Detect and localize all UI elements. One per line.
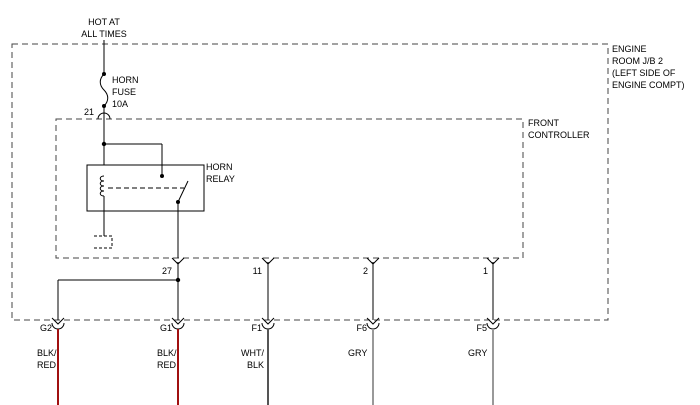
wire-f1-color-line2: BLK [247,360,264,370]
relay-switch-arm [177,180,189,203]
engine-room-jb-label-line4: ENGINE COMPT) [612,80,685,90]
engine-room-jb-label-line2: ROOM J/B 2 [612,56,663,66]
hot-at-all-times-label-line2: ALL TIMES [81,29,127,39]
relay-coil [99,175,105,197]
hot-at-all-times-label-line1: HOT AT [88,17,120,27]
engine-room-jb-label-line1: ENGINE [612,44,647,54]
horn-relay-box [86,164,205,212]
coil-ground-symbol [94,235,113,249]
front-controller-label-line2: CONTROLLER [528,130,590,140]
wire-f1-color-line1: WHT/ [241,348,264,358]
engine-room-jb-boundary [11,43,609,321]
front-controller-boundary [55,118,524,259]
pin-27-label: 27 [162,266,172,276]
engine-room-jb-label-line3: (LEFT SIDE OF [612,68,676,78]
connector-g1-label: G1 [160,323,172,333]
wire-g2-color-line1: BLK/ [37,348,57,358]
relay-fixed-contact [160,174,164,178]
connector-f6-label: F6 [356,323,367,333]
wire-g1-color-line2: RED [157,360,177,370]
horn-relay-label-line1: HORN [206,162,233,172]
wire-g1-color-line1: BLK/ [157,348,177,358]
horn-fuse-label-line3: 10A [112,99,128,109]
connector-g2-label: G2 [40,323,52,333]
wire-f5-color-line1: GRY [468,348,487,358]
fuse-terminal-top [102,72,106,76]
pin-11-label: 11 [253,266,262,276]
pin-2-label: 2 [363,266,368,276]
connector-f1-label: F1 [251,323,262,333]
horn-fuse-label-line1: HORN [112,75,139,85]
horn-fuse-symbol [99,73,109,107]
horn-relay-label-line2: RELAY [206,174,235,184]
wire-f6-color-line1: GRY [348,348,367,358]
front-controller-label-line1: FRONT [528,118,559,128]
connector-f5-label: F5 [476,323,487,333]
pin-1-label: 1 [483,266,488,276]
wire-g2-color-line2: RED [37,360,57,370]
horn-fuse-label-line2: FUSE [112,87,136,97]
horn-fuse-pin-label: 21 [84,107,94,117]
